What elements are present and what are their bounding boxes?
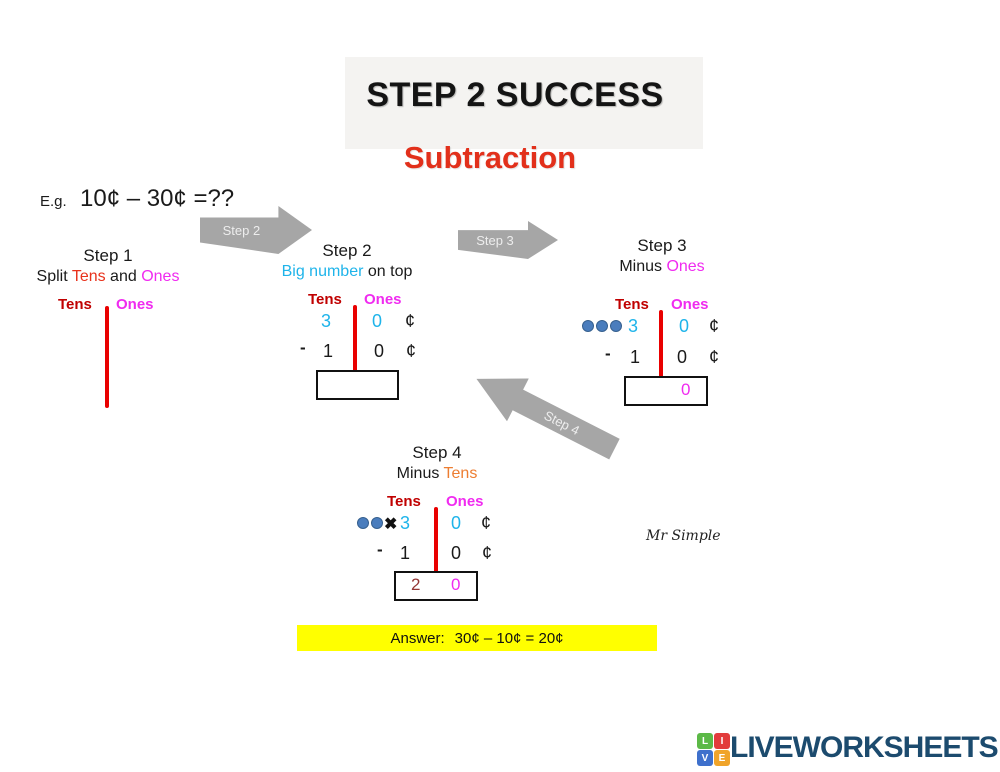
counter-dot: [610, 320, 622, 332]
counter-dot: [582, 320, 594, 332]
logo-tile-v: V: [697, 750, 713, 766]
step1-title: Step 1: [83, 246, 133, 265]
counter-dot: [596, 320, 608, 332]
step3-tens-header: Tens: [615, 296, 649, 313]
liveworksheets-logo-text[interactable]: LIVEWORKSHEETS: [730, 731, 999, 764]
step4-row2-tens: 1: [400, 543, 411, 563]
step2-place-value-divider: [353, 305, 357, 374]
title-background: [345, 57, 703, 149]
step4-row2-cent-sign: ¢: [482, 543, 493, 563]
step4-title: Step 4: [412, 443, 462, 462]
step3-answer-ones: 0: [681, 380, 691, 399]
step2-arrow-label: Step 2: [222, 222, 261, 238]
step3-minus-sign: -: [605, 344, 611, 363]
step2-caption-big-number: Big number: [281, 263, 364, 280]
step3-place-value-divider: [659, 310, 663, 380]
step3-row2-ones: 0: [677, 347, 688, 367]
step4-caption: Minus Tens: [367, 465, 507, 483]
step1-place-value-divider: [105, 306, 109, 408]
step4-ones-header: Ones: [446, 493, 484, 510]
step1-ones-header: Ones: [116, 296, 154, 313]
step1-caption-part: Split: [36, 268, 72, 285]
step2-answer-box: [316, 370, 399, 400]
page-subtitle: Subtraction: [403, 140, 577, 175]
step3-row2-tens: 1: [630, 347, 641, 367]
step3-arrow-icon: Step 3: [458, 221, 558, 259]
step1-tens-header: Tens: [58, 296, 92, 313]
step4-row2-ones: 0: [451, 543, 462, 563]
step2-row1-ones: 0: [372, 311, 383, 331]
logo-tile-e: E: [714, 750, 730, 766]
step2-minus-sign: -: [300, 338, 306, 357]
cross-out-icon: ✖: [384, 516, 398, 533]
step4-row1-cent-sign: ¢: [481, 513, 492, 533]
step3-answer-box: 0: [624, 376, 708, 406]
step2-row2-ones: 0: [374, 341, 385, 361]
answer-expression: 30¢ – 10¢ = 20¢: [454, 629, 564, 647]
step1-caption-part: and: [105, 268, 142, 285]
counter-dot: [357, 517, 369, 529]
step2-tens-header: Tens: [308, 291, 342, 308]
step4-answer-ones: 0: [451, 575, 461, 594]
step4-caption-part: Minus: [396, 465, 444, 482]
logo-tile-i: I: [714, 733, 730, 749]
step2-caption-part: on top: [363, 263, 413, 280]
step3-row1-ones: 0: [679, 316, 690, 336]
step4-answer-tens: 2: [411, 575, 421, 594]
step2-row1-cent-sign: ¢: [405, 311, 416, 331]
step4-caption-tens: Tens: [443, 465, 478, 482]
step4-answer-box: 2 0: [394, 571, 478, 601]
step4-minus-sign: -: [377, 540, 383, 559]
step1-caption: Split Tens and Ones: [8, 268, 208, 286]
answer-label: Answer:: [390, 629, 445, 647]
step3-row2-cent-sign: ¢: [709, 347, 720, 367]
author-watermark: Mr Simple: [646, 528, 721, 544]
step3-caption: Minus Ones: [592, 258, 732, 276]
step3-caption-part: Minus: [619, 258, 667, 275]
answer-highlight-bar: Answer: 30¢ – 10¢ = 20¢: [297, 625, 657, 651]
step2-row1-tens: 3: [321, 311, 332, 331]
step3-arrow-label: Step 3: [476, 232, 514, 248]
step4-arrow-label: Step 4: [541, 407, 583, 438]
step3-row1-cent-sign: ¢: [709, 316, 720, 336]
logo-tile-l: L: [697, 733, 713, 749]
step3-title: Step 3: [637, 236, 687, 255]
step4-tens-header: Tens: [387, 493, 421, 510]
step1-caption-tens: Tens: [71, 268, 106, 285]
step3-ones-header: Ones: [671, 296, 709, 313]
example-prefix: E.g.: [40, 193, 67, 210]
step1-caption-ones: Ones: [141, 268, 180, 285]
step2-ones-header: Ones: [364, 291, 402, 308]
page-title: STEP 2 SUCCESS: [366, 76, 664, 114]
step2-caption: Big number on top: [252, 263, 442, 281]
step4-row1-tens: 3: [400, 513, 411, 533]
step4-row1-ones: 0: [451, 513, 462, 533]
step2-title: Step 2: [322, 241, 372, 260]
step2-row2-tens: 1: [323, 341, 334, 361]
counter-dot: [371, 517, 383, 529]
liveworksheets-logo-icon[interactable]: L I V E: [697, 733, 730, 766]
step4-place-value-divider: [434, 507, 438, 577]
example-expression: 10¢ – 30¢ =??: [80, 185, 235, 212]
step2-row2-cent-sign: ¢: [406, 341, 417, 361]
step3-row1-tens: 3: [628, 316, 639, 336]
step3-caption-ones: Ones: [666, 258, 705, 275]
